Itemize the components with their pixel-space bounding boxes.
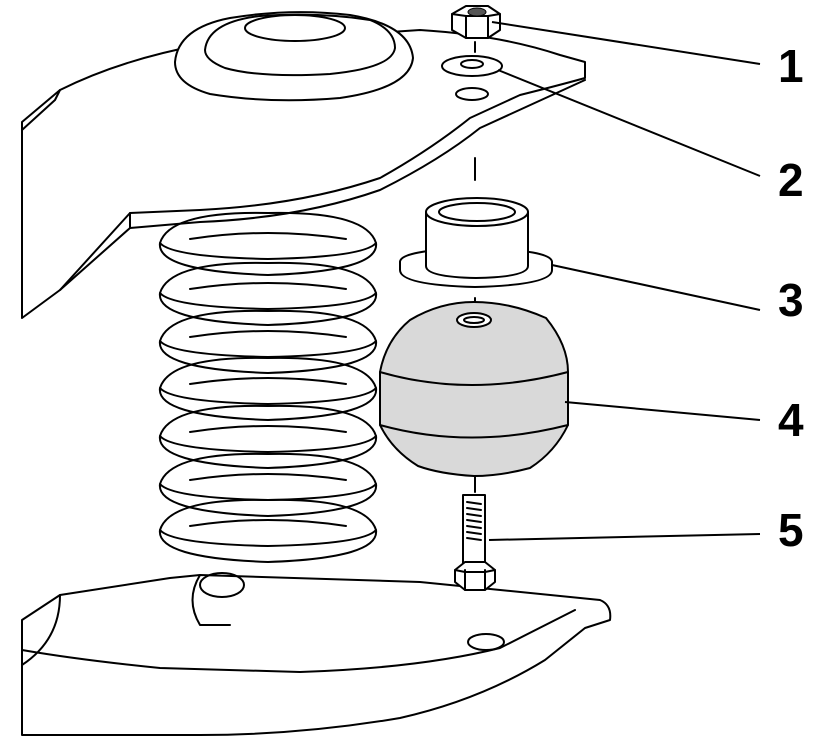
callout-number-4: 4	[778, 394, 804, 446]
callout-leader-4	[564, 401, 761, 421]
coil-spring	[158, 211, 378, 598]
nut	[451, 5, 501, 39]
callout-number-5: 5	[778, 504, 804, 556]
callout-number-2: 2	[778, 154, 804, 206]
callout-leader-5	[488, 533, 761, 541]
spacer	[399, 197, 553, 288]
callout-number-1: 1	[778, 40, 804, 92]
upper-bracket	[21, 11, 586, 319]
rubber-mount	[379, 301, 569, 477]
callout-leader-2	[497, 69, 761, 177]
callouts: 1 2 3 4 5	[488, 21, 804, 556]
bolt	[454, 494, 496, 591]
callout-leader-1	[491, 21, 761, 65]
callout-number-3: 3	[778, 274, 804, 326]
callout-leader-3	[551, 264, 761, 311]
washer	[441, 55, 503, 77]
lower-bracket	[21, 574, 612, 736]
